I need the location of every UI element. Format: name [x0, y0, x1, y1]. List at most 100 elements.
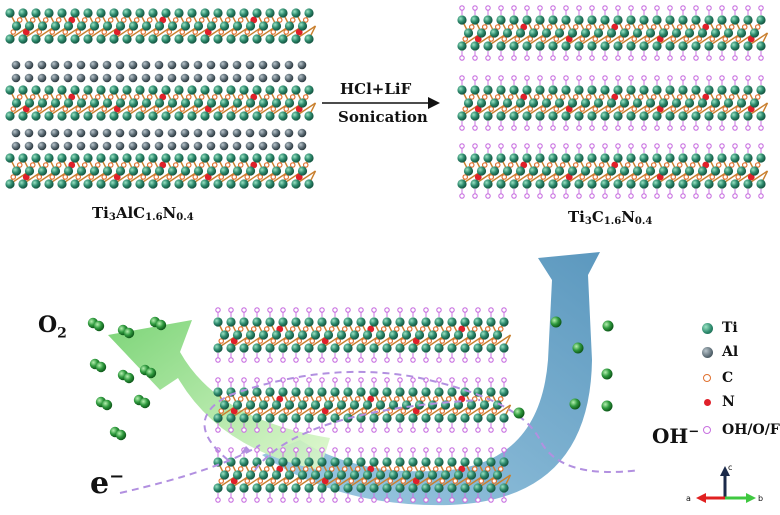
- ti-atom: [587, 179, 597, 189]
- termination-atom: [358, 497, 364, 503]
- carbon-atom: [650, 94, 657, 100]
- carbon-atom: [309, 478, 316, 484]
- ti-atom: [704, 153, 714, 163]
- termination-atom: [654, 125, 660, 131]
- termination-atom: [589, 5, 595, 11]
- carbon-atom: [533, 162, 540, 168]
- ti-atom: [440, 470, 451, 480]
- process-arrow: [322, 97, 440, 109]
- termination-atom: [267, 307, 273, 313]
- ti-atom: [483, 15, 493, 25]
- o2-molecule: [149, 316, 167, 331]
- termination-atom: [654, 143, 660, 149]
- al-atom: [128, 141, 138, 151]
- ti-atom: [135, 34, 145, 44]
- carbon-atom: [218, 338, 225, 344]
- ti3c-label: Ti3C1.6N0.4: [568, 208, 652, 227]
- carbon-atom: [166, 29, 173, 35]
- carbon-atom: [501, 174, 508, 180]
- carbon-atom: [224, 162, 231, 168]
- al-atom: [11, 60, 21, 70]
- carbon-atom: [237, 396, 244, 402]
- ti-atom: [567, 28, 578, 38]
- ti-atom: [460, 317, 470, 327]
- termination-atom: [459, 193, 465, 199]
- ti-atom: [535, 111, 545, 121]
- ti-atom: [466, 470, 477, 480]
- carbon-atom: [683, 106, 690, 112]
- ti-atom: [632, 98, 643, 108]
- termination-atom: [397, 377, 403, 383]
- ti-atom: [652, 15, 662, 25]
- carbon-atom: [754, 94, 761, 100]
- carbon-atom: [709, 106, 716, 112]
- carbon-atom: [484, 326, 491, 332]
- ti-atom: [717, 15, 727, 25]
- ti-atom: [135, 8, 145, 18]
- o2-label: O2: [38, 312, 67, 341]
- ti-atom: [427, 330, 438, 340]
- carbon-atom: [224, 396, 231, 402]
- ti-atom: [70, 8, 80, 18]
- termination-atom: [501, 377, 507, 383]
- carbon-atom: [471, 466, 478, 472]
- o2-molecule: [117, 324, 135, 339]
- ti-atom: [89, 21, 100, 31]
- carbon-atom: [224, 466, 231, 472]
- carbon-atom: [462, 174, 469, 180]
- ti-atom: [284, 470, 295, 480]
- n-swatch: [703, 398, 711, 406]
- ti-atom: [102, 166, 113, 176]
- al-atom: [154, 73, 164, 83]
- al-atom: [115, 60, 125, 70]
- ti-atom: [496, 111, 506, 121]
- termination-atom: [472, 5, 478, 11]
- al-atom: [50, 141, 60, 151]
- ti-atom: [492, 330, 503, 340]
- ti-atom: [463, 28, 474, 38]
- carbon-atom: [465, 478, 472, 484]
- termination-atom: [745, 143, 751, 149]
- hydroxide-ion: [602, 320, 614, 332]
- ti-atom: [317, 343, 327, 353]
- carbon-atom: [501, 106, 508, 112]
- ti-atom: [574, 153, 584, 163]
- carbon-atom: [289, 396, 296, 402]
- ti-atom: [76, 98, 87, 108]
- termination-atom: [472, 143, 478, 149]
- carbon-atom: [302, 17, 309, 23]
- termination-atom: [641, 193, 647, 199]
- termination-atom: [241, 377, 247, 383]
- carbon-atom: [55, 162, 62, 168]
- ti-atom: [70, 34, 80, 44]
- carbon-atom: [676, 24, 683, 30]
- ti-atom: [658, 166, 669, 176]
- carbon-atom: [481, 24, 488, 30]
- ti-atom: [460, 483, 470, 493]
- carbon-atom: [406, 396, 413, 402]
- ti-atom: [122, 111, 132, 121]
- ti-atom: [639, 41, 649, 51]
- ti-atom: [213, 8, 223, 18]
- carbon-atom: [211, 162, 218, 168]
- al-atom: [219, 73, 229, 83]
- ti-atom: [600, 153, 610, 163]
- carbon-atom: [335, 338, 342, 344]
- ti-atom: [102, 21, 113, 31]
- ti-atom: [580, 28, 591, 38]
- ti-atom: [483, 41, 493, 51]
- termination-atom: [537, 143, 543, 149]
- ti-atom: [743, 111, 753, 121]
- ti-atom: [265, 413, 275, 423]
- ti-atom: [57, 111, 67, 121]
- formula-sub: 1.6: [603, 216, 622, 227]
- carbon-atom: [179, 174, 186, 180]
- termination-atom: [576, 55, 582, 61]
- legend-swatch: [700, 322, 714, 334]
- ti-atom: [730, 153, 740, 163]
- carbon-atom: [644, 36, 651, 42]
- ti-atom: [161, 8, 171, 18]
- ti-atom: [395, 413, 405, 423]
- carbon-atom: [244, 478, 251, 484]
- termination-atom: [319, 357, 325, 363]
